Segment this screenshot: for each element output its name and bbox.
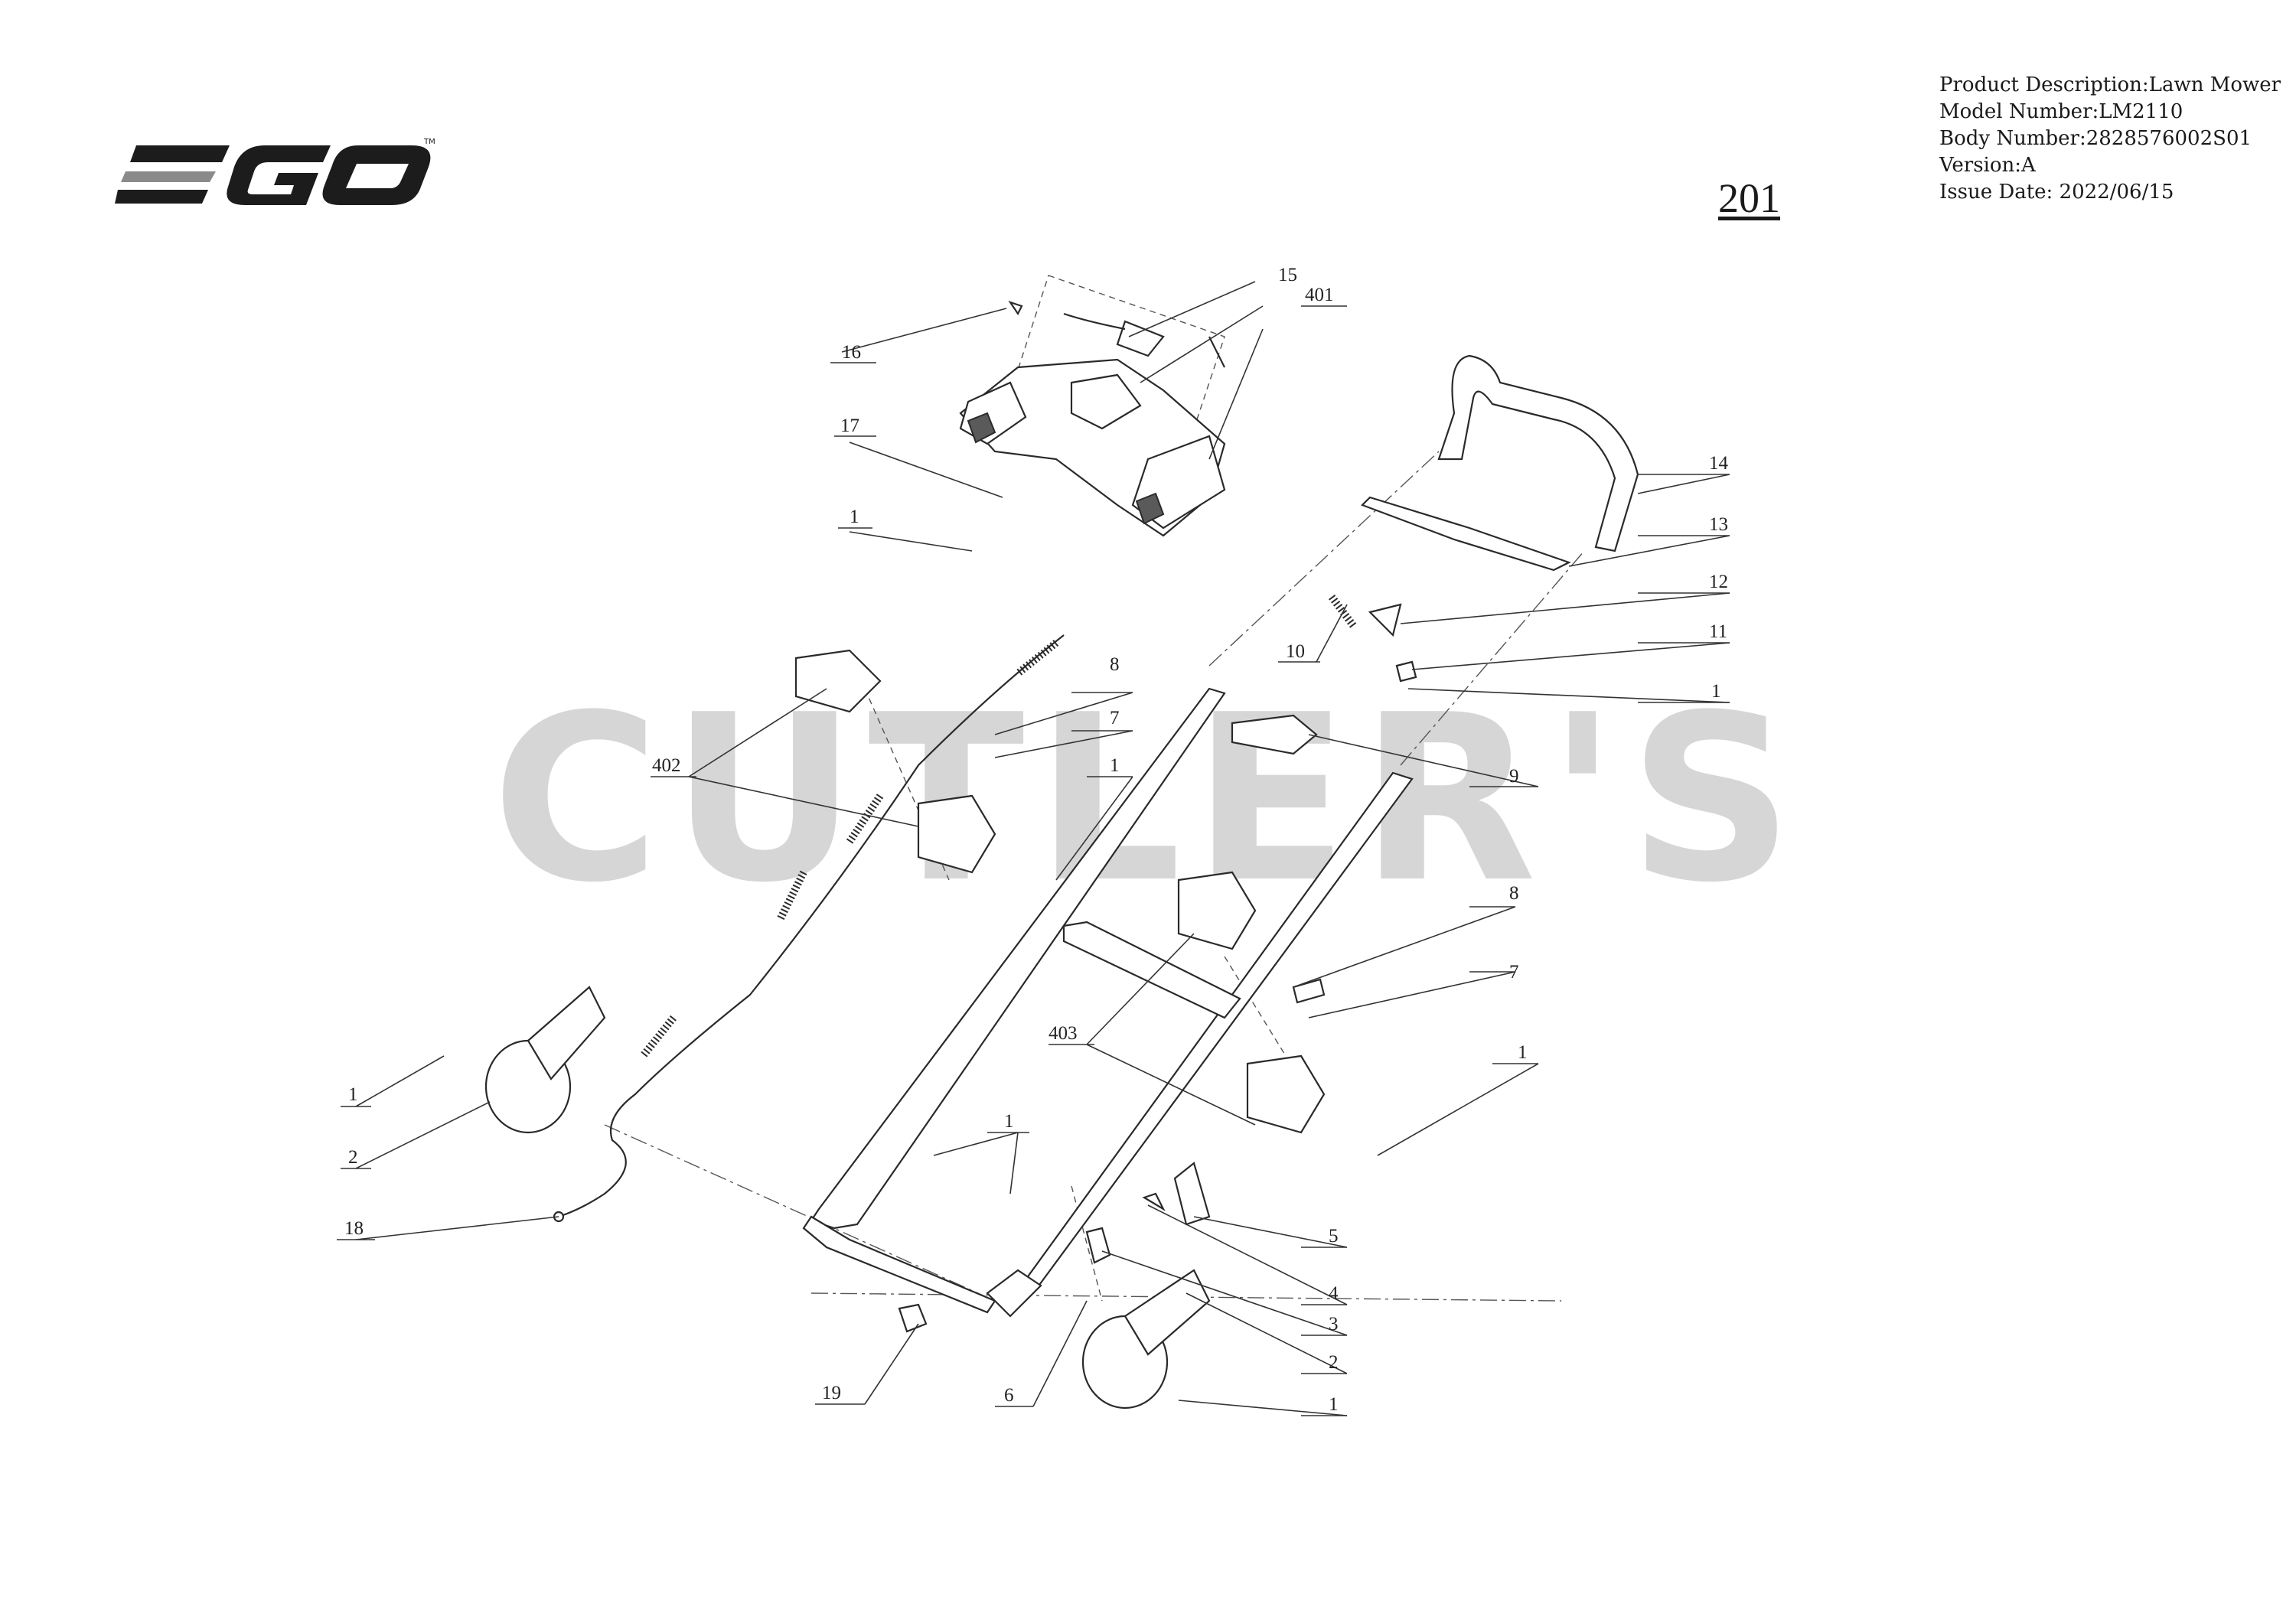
callout-12: 12 <box>1638 572 1730 594</box>
callout-9: 9 <box>1469 766 1538 787</box>
product-info-block: Product Description:Lawn Mower Model Num… <box>1939 72 2281 206</box>
callout-16: 16 <box>830 342 876 363</box>
right-wheel-cover <box>1081 1269 1211 1410</box>
cross-brace <box>1062 921 1241 1019</box>
svg-text:15: 15 <box>1278 265 1297 285</box>
callout-1-left: 1 <box>341 1084 371 1107</box>
left-wheel-cover <box>484 986 606 1134</box>
latch-assembly-402 <box>794 649 996 874</box>
callout-5: 5 <box>1301 1226 1347 1248</box>
callout-15: 15 <box>1278 265 1297 285</box>
callout-1-right-lower: 1 <box>1492 1042 1538 1064</box>
ego-logo-o <box>322 145 431 205</box>
callout-13: 13 <box>1638 514 1730 536</box>
small-parts <box>553 1162 1211 1333</box>
control-cable <box>558 634 1065 1218</box>
callout-1-lower-mid: 1 <box>987 1111 1029 1133</box>
callout-17: 17 <box>834 416 876 437</box>
callout-6: 6 <box>995 1385 1033 1407</box>
svg-text:1: 1 <box>1711 681 1721 702</box>
svg-text:18: 18 <box>344 1218 364 1239</box>
svg-text:13: 13 <box>1709 514 1728 535</box>
callout-10: 10 <box>1278 641 1320 663</box>
svg-text:1: 1 <box>1110 755 1120 776</box>
svg-text:10: 10 <box>1286 641 1305 662</box>
svg-text:3: 3 <box>1329 1314 1339 1335</box>
callout-labels: 16 15 401 17 1 14 13 12 <box>337 265 1730 1416</box>
ego-trademark-label: TM <box>423 138 435 146</box>
callout-8-lower: 8 <box>1469 883 1519 908</box>
callout-8-upper: 8 <box>1071 654 1133 693</box>
svg-text:5: 5 <box>1329 1226 1339 1247</box>
callout-7-upper: 7 <box>1071 708 1133 732</box>
callout-1-right-upper: 1 <box>1638 681 1730 703</box>
callout-2-left: 2 <box>341 1147 371 1169</box>
ego-logo: TM <box>115 132 436 216</box>
svg-text:11: 11 <box>1709 621 1727 642</box>
svg-text:7: 7 <box>1110 708 1120 728</box>
version: Version:A <box>1939 154 2036 177</box>
bail-lever-parts <box>1231 595 1417 755</box>
left-handle-tube <box>802 687 1226 1314</box>
svg-text:6: 6 <box>1004 1385 1014 1406</box>
svg-text:401: 401 <box>1305 285 1334 305</box>
svg-text:1: 1 <box>850 507 859 527</box>
callout-4: 4 <box>1301 1283 1347 1305</box>
svg-text:402: 402 <box>652 755 681 776</box>
svg-text:1: 1 <box>1329 1394 1339 1415</box>
product-description: Product Description:Lawn Mower <box>1939 73 2281 96</box>
svg-text:8: 8 <box>1509 883 1519 904</box>
callout-401: 401 <box>1301 285 1347 307</box>
svg-text:14: 14 <box>1709 453 1729 474</box>
callout-2-right: 2 <box>1301 1352 1347 1374</box>
svg-text:1: 1 <box>1004 1111 1014 1132</box>
ego-logo-g <box>227 145 331 205</box>
svg-text:1: 1 <box>348 1084 358 1105</box>
callout-1-top: 1 <box>838 507 872 529</box>
svg-text:4: 4 <box>1329 1283 1339 1304</box>
model-number: Model Number:LM2110 <box>1939 100 2183 123</box>
control-box-assembly <box>959 300 1226 537</box>
upper-handle <box>1361 354 1639 572</box>
callout-1-bottom: 1 <box>1301 1394 1347 1416</box>
svg-text:19: 19 <box>822 1383 841 1403</box>
callout-402: 402 <box>651 755 696 777</box>
callout-19: 19 <box>815 1383 865 1405</box>
latch-assembly-403 <box>1177 871 1326 1134</box>
callout-3: 3 <box>1301 1314 1347 1336</box>
callout-leaders <box>355 281 1730 1416</box>
callout-403: 403 <box>1049 1023 1094 1045</box>
svg-text:17: 17 <box>840 416 859 436</box>
callout-11: 11 <box>1638 621 1730 644</box>
body-number: Body Number:2828576002S01 <box>1939 127 2252 150</box>
svg-text:7: 7 <box>1509 962 1519 983</box>
svg-text:8: 8 <box>1110 654 1120 675</box>
svg-text:403: 403 <box>1049 1023 1078 1044</box>
callout-1-mid: 1 <box>1087 755 1133 777</box>
issue-date: Issue Date: 2022/06/15 <box>1939 181 2174 204</box>
callout-18: 18 <box>337 1218 375 1240</box>
svg-text:9: 9 <box>1509 766 1519 787</box>
callout-7-lower: 7 <box>1469 962 1519 983</box>
ego-logo-mark: TM <box>115 138 435 205</box>
svg-text:16: 16 <box>842 342 861 363</box>
page-number: 201 <box>1718 175 1780 221</box>
svg-text:2: 2 <box>348 1147 358 1168</box>
ego-logo-e <box>115 145 230 204</box>
svg-text:12: 12 <box>1709 572 1728 592</box>
svg-text:1: 1 <box>1518 1042 1528 1063</box>
callout-14: 14 <box>1638 453 1730 475</box>
right-handle-tube <box>986 771 1414 1318</box>
svg-text:2: 2 <box>1329 1352 1339 1373</box>
